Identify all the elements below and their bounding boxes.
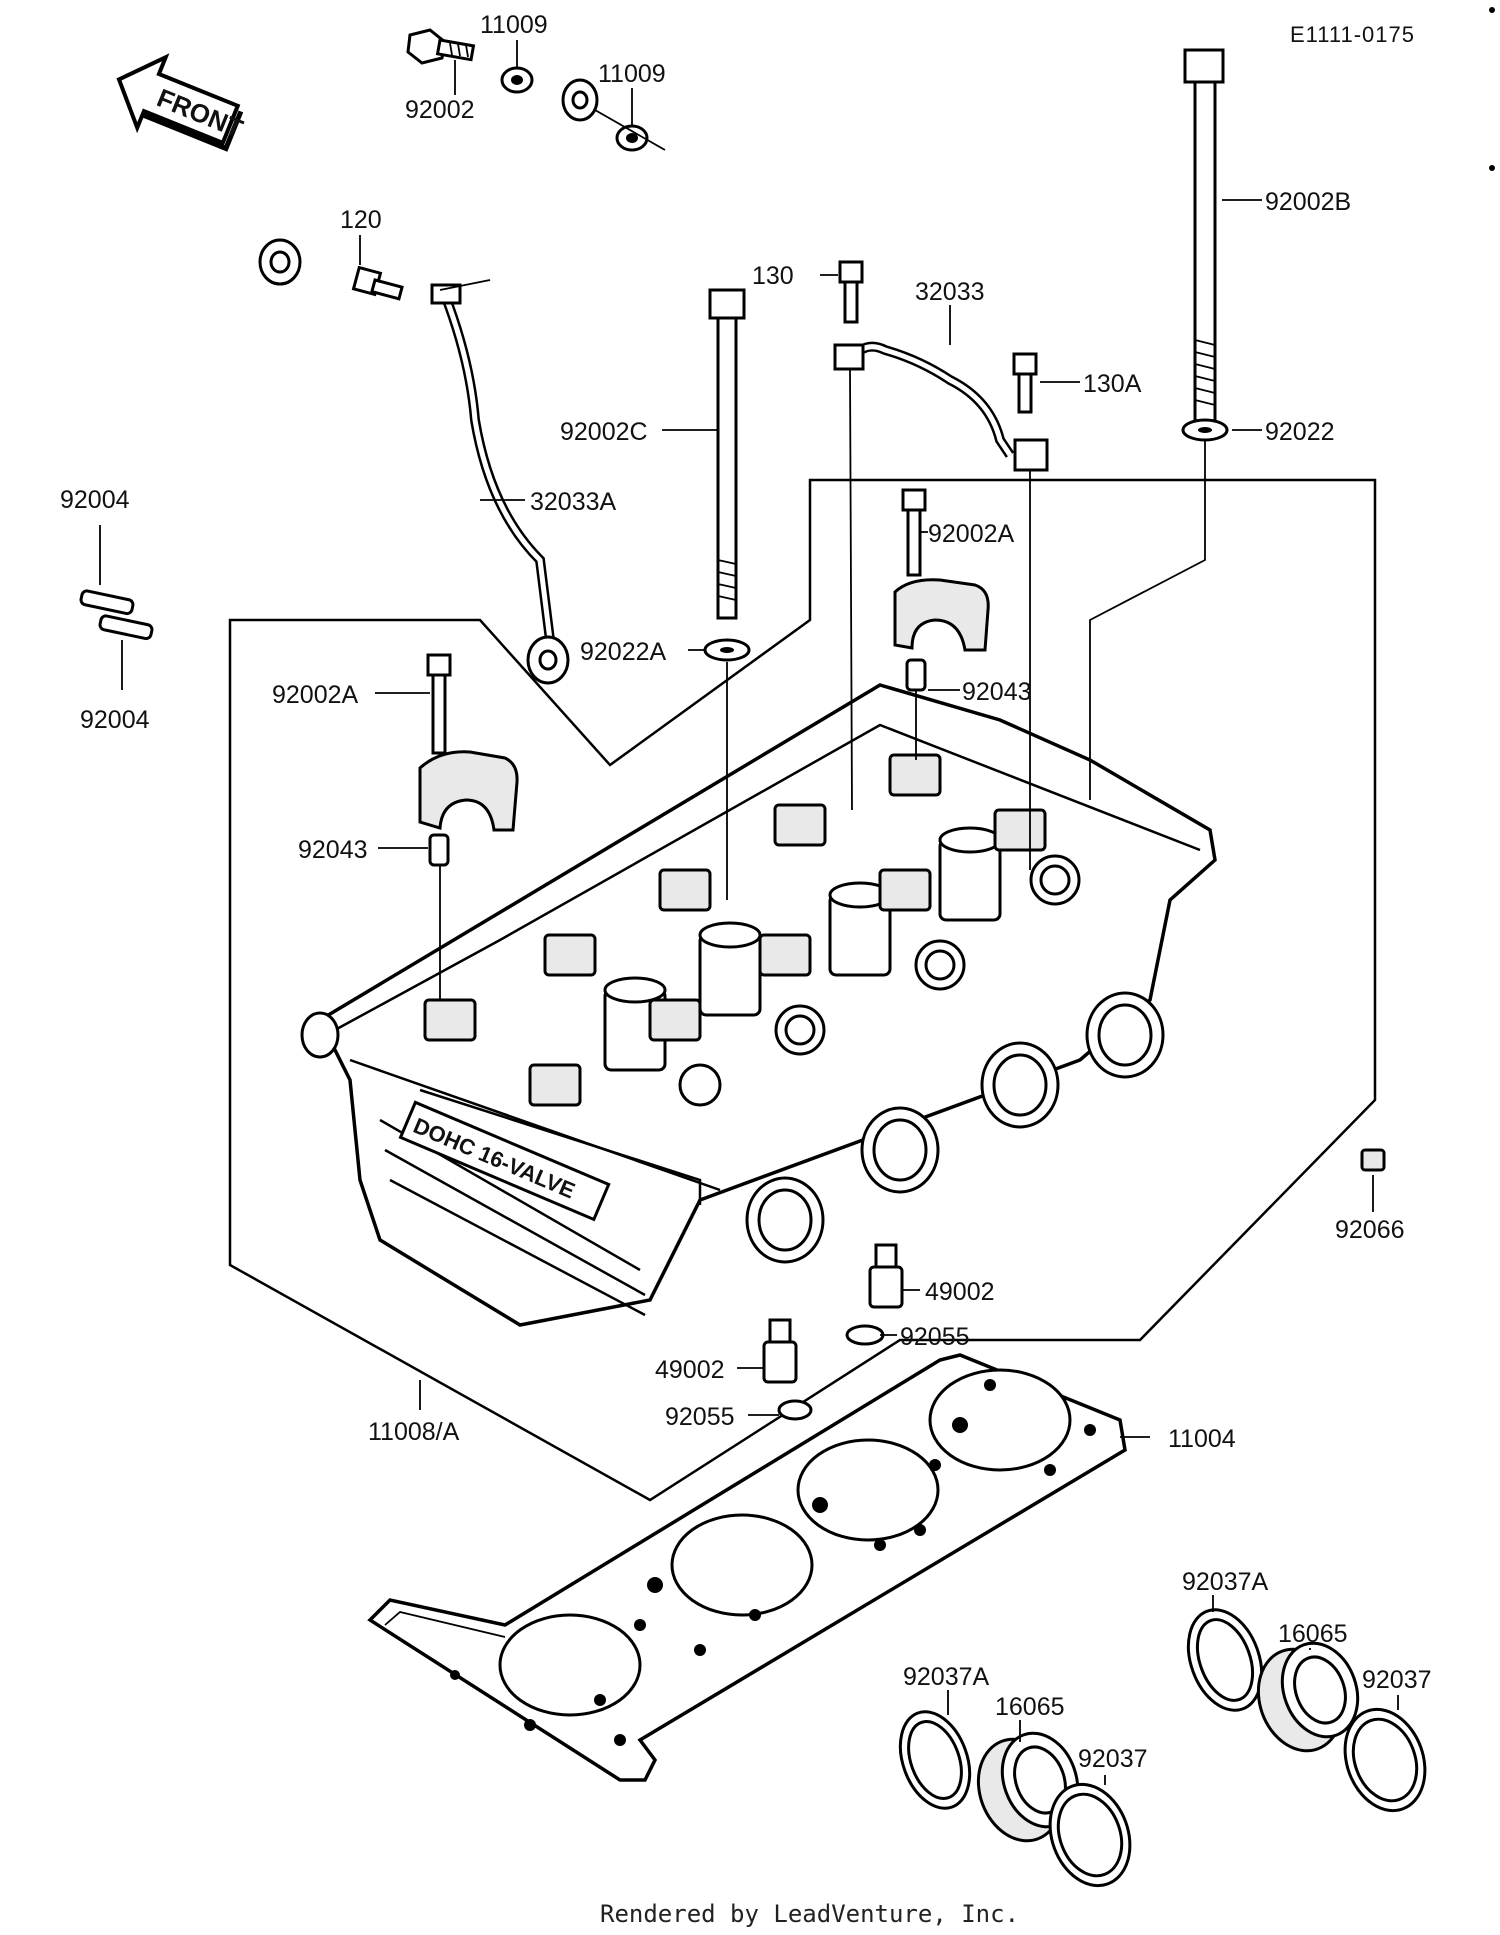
callout-11008A: 11008/A <box>368 1418 460 1446</box>
bolt-92002 <box>406 28 476 65</box>
oil-pipe-32033A <box>258 78 599 685</box>
leader-line <box>594 109 666 151</box>
callout-92022A: 92022A <box>580 638 667 666</box>
clamp-92037A-left <box>898 1710 972 1810</box>
callout-92037A: 92037A <box>903 1663 990 1691</box>
bolt-92002A-left <box>426 653 452 755</box>
oil-pipe-32033 <box>833 341 1049 472</box>
camshaft-cap-right <box>893 578 990 652</box>
callout-92004: 92004 <box>60 486 130 514</box>
callout-11009: 11009 <box>480 11 548 39</box>
clamp-92037-left <box>1048 1782 1132 1888</box>
dowel-92043-right <box>905 658 927 692</box>
callout-130: 130 <box>752 262 794 290</box>
edge-dot <box>1489 7 1495 13</box>
callout-92002: 92002 <box>405 96 475 124</box>
holder-16065-left <box>976 1731 1080 1843</box>
callout-92004: 92004 <box>80 706 150 734</box>
callout-11004: 11004 <box>1168 1425 1236 1453</box>
callout-120: 120 <box>340 206 382 234</box>
oring-92055-left <box>777 1399 813 1421</box>
callout-92002A: 92002A <box>272 681 359 709</box>
oil-jet-49002-right <box>868 1243 904 1309</box>
callout-92002C: 92002C <box>560 418 648 446</box>
callout-92055: 92055 <box>900 1323 970 1351</box>
callout-32033: 32033 <box>915 278 985 306</box>
callout-92037: 92037 <box>1078 1745 1148 1773</box>
callout-92022: 92022 <box>1265 418 1335 446</box>
washer-92022A <box>703 638 751 662</box>
washer-11009-a <box>500 66 534 94</box>
head-gasket-11004 <box>367 1353 1127 1782</box>
clamp-92037A-right <box>1186 1608 1264 1712</box>
callout-92002B: 92002B <box>1265 188 1351 216</box>
plug-92066 <box>1360 1148 1386 1172</box>
callout-92066: 92066 <box>1335 1216 1405 1244</box>
camshaft-cap-left <box>418 750 519 832</box>
callout-92037: 92037 <box>1362 1666 1432 1694</box>
washer-92022 <box>1181 418 1229 442</box>
assembly-outline <box>228 478 1377 1502</box>
callout-32033A: 32033A <box>530 488 617 516</box>
callout-92037A: 92037A <box>1182 1568 1269 1596</box>
diagram-code: E1111-0175 <box>1290 22 1415 47</box>
callout-49002: 49002 <box>655 1356 725 1384</box>
dowel-92043-left <box>428 833 450 867</box>
bolt-130A <box>1012 352 1038 414</box>
callout-130A: 130A <box>1083 370 1142 398</box>
callout-92043: 92043 <box>962 678 1032 706</box>
holder-16065-right <box>1256 1641 1360 1753</box>
callout-92043: 92043 <box>298 836 368 864</box>
bolt-92002C <box>708 288 746 620</box>
leader-lines <box>439 279 1206 1000</box>
callout-49002: 49002 <box>925 1278 995 1306</box>
callout-11009: 11009 <box>598 60 666 88</box>
stud-92004 <box>79 589 154 641</box>
callout-leaders <box>99 40 1399 1785</box>
front-arrow-icon: FRONT <box>116 53 247 152</box>
callout-16065: 16065 <box>995 1693 1065 1721</box>
bolt-120 <box>351 265 404 301</box>
oil-jet-49002-left <box>762 1318 798 1384</box>
callout-92002A: 92002A <box>928 520 1015 548</box>
callout-92055: 92055 <box>665 1403 735 1431</box>
footer-credit: Rendered by LeadVenture, Inc. <box>600 1900 1019 1928</box>
edge-dot <box>1489 165 1495 171</box>
callout-16065: 16065 <box>1278 1620 1348 1648</box>
oring-92055-right <box>845 1324 885 1346</box>
bolt-130 <box>838 260 864 324</box>
clamp-92037-right <box>1343 1707 1427 1813</box>
bolt-92002B <box>1183 48 1225 424</box>
bolt-92002A-right <box>901 488 927 577</box>
callout-labels: 11009 11009 92002 120 32033A 92004 92004… <box>60 11 1432 1773</box>
cylinder-head-11008A: DOHC 16-VALVE <box>300 683 1217 1327</box>
